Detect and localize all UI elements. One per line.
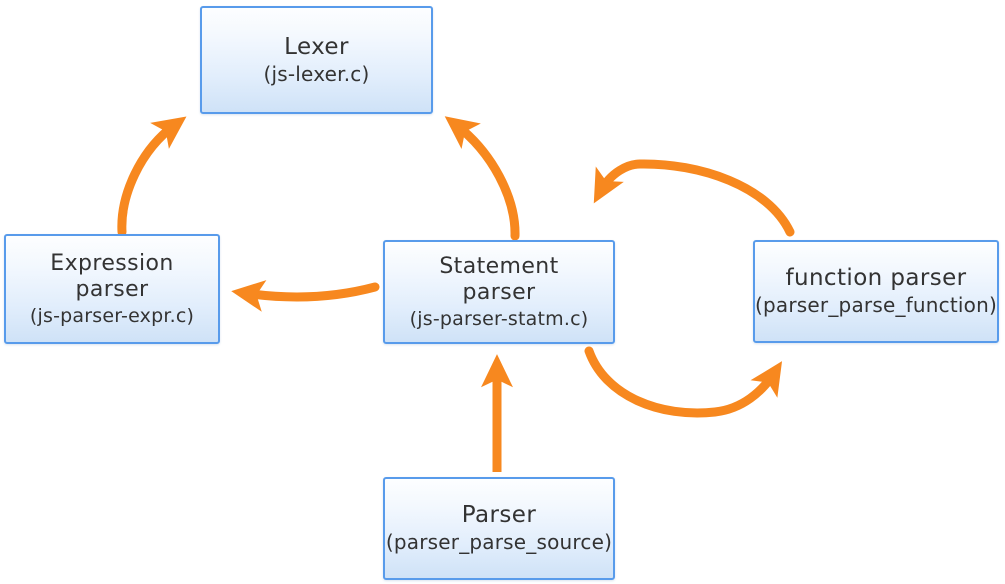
node-lexer-subtitle: (js-lexer.c) xyxy=(263,61,370,86)
edge-statement-to-expression xyxy=(231,280,380,312)
node-expression-parser-title-line2: parser xyxy=(75,276,149,302)
node-lexer-title: Lexer xyxy=(284,33,349,60)
node-expression-parser-title-line1: Expression xyxy=(50,250,174,276)
edge-statement-to-lexer xyxy=(444,116,520,241)
node-parser-subtitle: (parser_parse_source) xyxy=(385,530,613,555)
node-function-parser[interactable]: function parser (parser_parse_function) xyxy=(753,240,999,343)
node-expression-parser[interactable]: Expression parser (js-parser-expr.c) xyxy=(4,234,220,344)
node-function-parser-subtitle: (parser_parse_function) xyxy=(755,293,997,318)
node-statement-parser-title-line2: parser xyxy=(462,279,536,305)
node-expression-parser-subtitle: (js-parser-expr.c) xyxy=(29,304,195,327)
edge-expression-to-lexer xyxy=(117,116,187,237)
node-parser-title: Parser xyxy=(461,502,537,529)
node-statement-parser-subtitle: (js-parser-statm.c) xyxy=(409,307,589,330)
node-statement-parser[interactable]: Statement parser (js-parser-statm.c) xyxy=(383,240,615,344)
edge-function-to-statement xyxy=(593,159,795,237)
node-parser[interactable]: Parser (parser_parse_source) xyxy=(383,477,615,580)
edge-statement-to-function xyxy=(584,346,783,418)
node-statement-parser-title-line1: Statement xyxy=(439,253,559,279)
node-function-parser-title: function parser xyxy=(785,265,967,292)
node-lexer[interactable]: Lexer (js-lexer.c) xyxy=(200,6,433,114)
